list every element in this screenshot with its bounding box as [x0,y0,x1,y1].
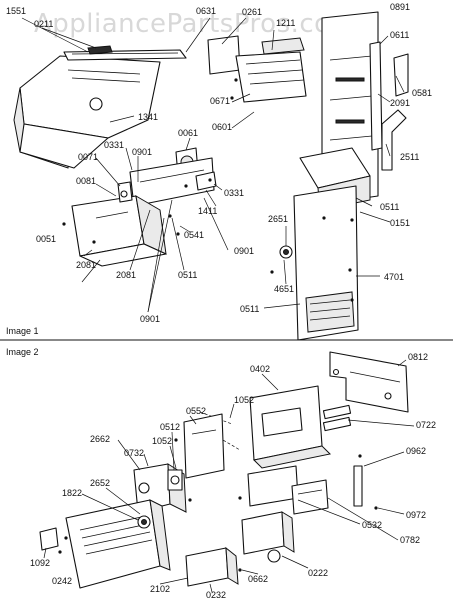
part-label: 1211 [276,18,295,28]
fill-tube [369,41,409,151]
knob-2652 [137,515,151,529]
part-label: 1052 [234,395,254,405]
part-label: 0081 [76,176,96,186]
front-cover-0242 [65,499,171,589]
part-label: 0511 [380,202,399,212]
part-label: 0511 [178,270,197,280]
part-label: 0071 [78,152,98,162]
part-label: 0901 [234,246,254,256]
housing-0402 [249,385,332,469]
duct-2511 [381,109,407,171]
part-label: 0541 [184,230,204,240]
part-label: 0402 [250,364,270,374]
part-label: 2652 [90,478,110,488]
part-label: 0662 [248,574,268,584]
part-label: 0812 [408,352,428,362]
part-label: 0601 [212,122,232,132]
part-label: 0552 [186,406,206,416]
part-label: 1411 [198,206,217,216]
ice-auger-rail [63,45,187,61]
part-label: 2651 [268,214,288,224]
frame-0532 [247,465,329,515]
part-label: 0222 [308,568,328,578]
ice-bin-1341 [13,55,161,169]
part-label: 4651 [274,284,294,294]
part-label: 0151 [390,218,410,228]
paddle-0232 [185,546,242,587]
plate-0552 [183,413,225,479]
part-label: 2511 [400,152,419,162]
thermostat-2651 [279,245,293,259]
part-label: 0051 [36,234,56,244]
part-label: 0722 [416,420,436,430]
part-label: 0532 [362,520,382,530]
part-label: 1822 [62,488,82,498]
dispenser-box-0051 [71,195,167,267]
part-label: 0211 [34,19,53,29]
part-label: 0782 [400,535,420,545]
leader-lines-image2 [43,359,415,593]
part-label: 0061 [178,128,198,138]
part-label: 0611 [390,30,409,40]
part-label: 0512 [160,422,180,432]
part-label: 1551 [6,6,26,16]
part-label: 0891 [390,2,410,12]
part-label: 2081 [76,260,96,270]
part-label: 0901 [140,314,160,324]
watermark: AppliancePartsPros.com [34,9,356,39]
solenoid [117,181,133,203]
screws-image2 [58,438,242,554]
clip-1092 [39,527,59,551]
lower-panel-4701 [293,185,359,341]
part-label: 0901 [132,147,152,157]
tube-0722 [322,404,352,432]
part-label: 0962 [406,446,426,456]
part-label: 2102 [150,584,170,594]
part-label: 0671 [210,96,230,106]
labels-image2: 0812 0402 0552 1052 0722 2662 0512 0732 … [30,352,436,600]
part-label: 2081 [116,270,136,280]
section-label-image-1: Image 1 [6,326,39,336]
part-label: 1052 [152,436,172,446]
screws-image1 [62,78,354,302]
part-label: 1092 [30,558,50,568]
leader-lines-image1 [21,17,405,313]
part-label: 1341 [138,112,158,122]
bracket-0962 [353,454,378,510]
actuator-0222 [241,511,295,563]
part-label: 0242 [52,576,72,586]
bracket-0812 [329,351,409,413]
part-label: 0511 [240,304,259,314]
part-label: 0331 [104,140,124,150]
bracket-plate [129,157,217,207]
part-label: 0331 [224,188,244,198]
part-label: 0972 [406,510,426,520]
part-label: 0631 [196,6,216,16]
part-label: 0581 [412,88,432,98]
part-label: 0261 [242,7,262,17]
motor-0512 [167,469,183,491]
ice-maker-assembly [207,35,307,103]
part-label: 4701 [384,272,404,282]
labels-image1: 1551 0211 0631 0261 1211 0891 0611 0581 … [6,2,432,324]
part-label: 2091 [390,98,410,108]
part-label: 0232 [206,590,226,600]
section-label-image-2: Image 2 [6,347,39,357]
part-label: 2662 [90,434,110,444]
part-label: 0732 [124,448,144,458]
